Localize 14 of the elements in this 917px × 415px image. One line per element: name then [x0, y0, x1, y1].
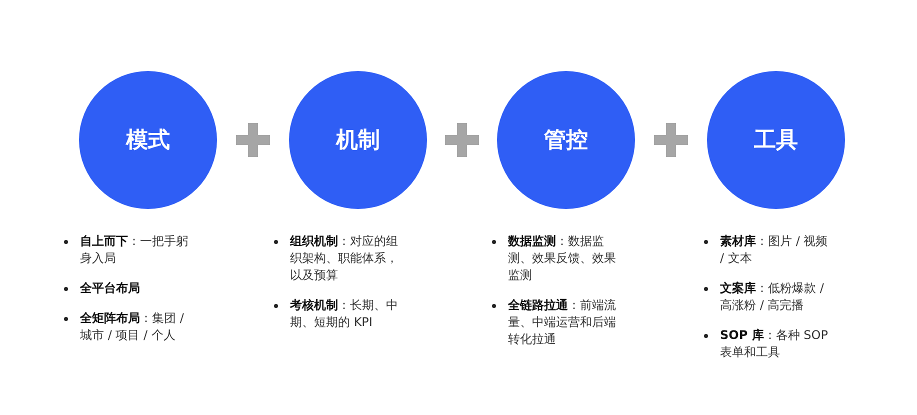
circle-title: 管控: [544, 127, 588, 155]
bullet-text: 素材库：图片 / 视频 / 文本: [720, 234, 828, 265]
bullet-text: 组织机制：对应的组织架构、职能体系，以及预算: [290, 234, 398, 282]
bullet-text: SOP 库：各种 SOP 表单和工具: [720, 328, 828, 359]
bullet-text: 全矩阵布局：集团 / 城市 / 项目 / 个人: [80, 311, 184, 342]
bullet-text: 全链路拉通：前端流量、中端运营和后端转化拉通: [508, 298, 616, 346]
bullet-text: 数据监测：数据监测、效果反馈、效果监测: [508, 234, 616, 282]
bullet-text: 文案库：低粉爆款 / 高涨粉 / 高完播: [720, 281, 824, 312]
bullet-text: 全平台布局: [80, 281, 140, 295]
bullet-text: 自上而下：一把手躬身入局: [80, 234, 188, 265]
circle-title: 机制: [336, 127, 380, 155]
circle-title: 工具: [754, 127, 798, 155]
bullet-text: 考核机制：长期、中期、短期的 KPI: [290, 298, 398, 329]
circle-title: 模式: [126, 127, 170, 155]
